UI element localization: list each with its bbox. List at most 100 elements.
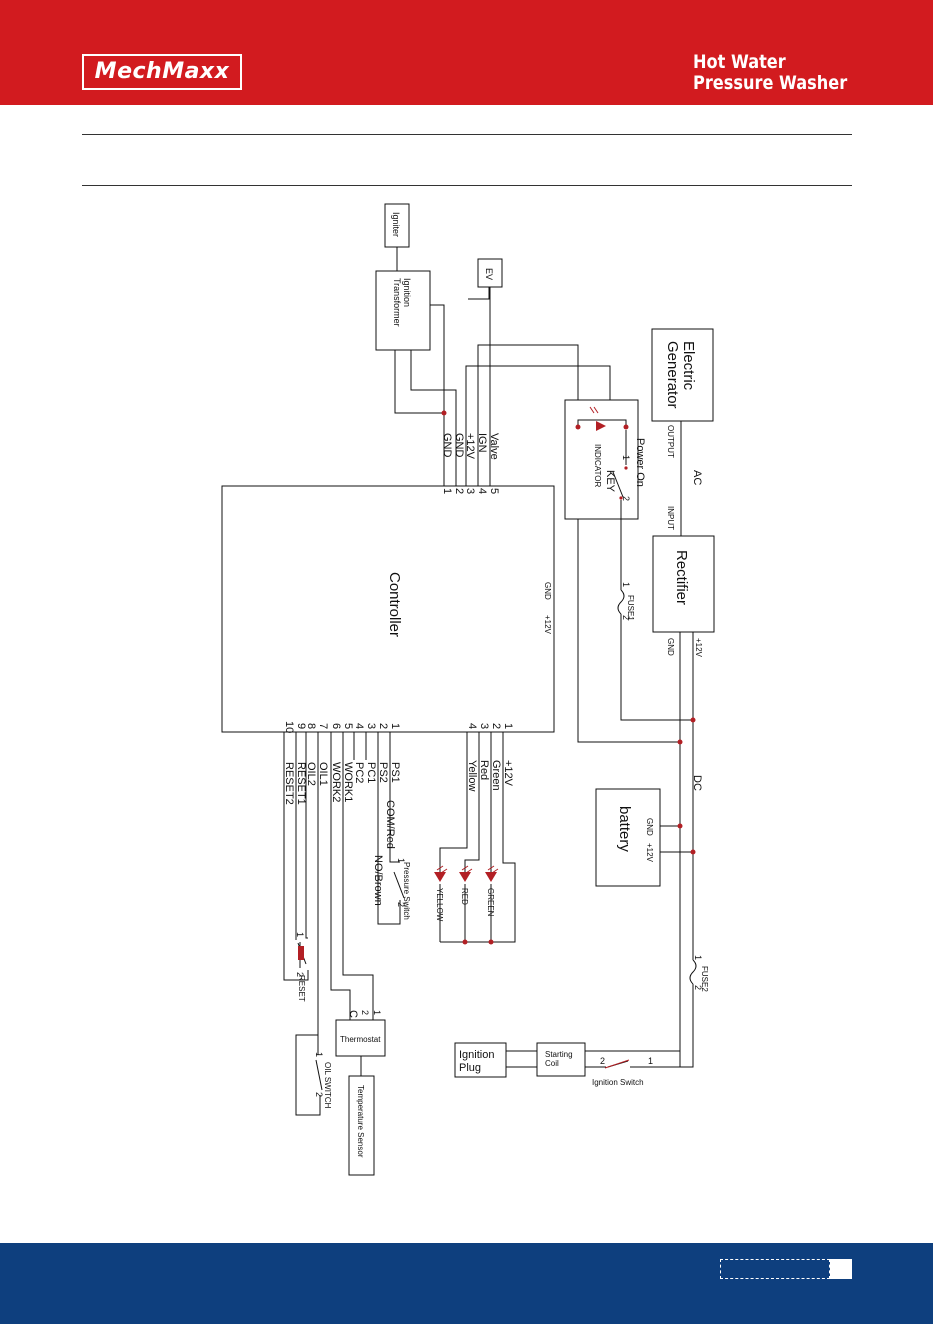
ignition-switch-label: Ignition Switch <box>592 1078 644 1087</box>
rectifier-box <box>652 535 715 633</box>
left-pin-2-label: PS2 <box>377 762 389 783</box>
fuse2-pin-2: 2 <box>693 985 703 990</box>
oil-switch-label: OIL SWITCH <box>323 1062 332 1109</box>
key-label: KEY <box>604 470 616 493</box>
led-pin-1-num: 1 <box>502 723 514 729</box>
thermostat-label: Thermostat <box>340 1035 381 1044</box>
key-indicator-box <box>564 399 639 520</box>
top-pin-4-label: IGN <box>476 433 488 453</box>
left-pin-8-label: OIL2 <box>305 762 317 786</box>
ac-label: AC <box>691 470 703 485</box>
led-pin-4-num: 4 <box>466 723 478 729</box>
pressure-switch-pin-2: 2 <box>396 902 406 907</box>
footer-bar <box>0 1243 933 1324</box>
dc-label: DC <box>691 775 703 791</box>
rectifier-label: Rectifier <box>673 550 690 605</box>
ignition-plug-label-2: Plug <box>459 1062 481 1074</box>
c-label: C <box>347 1010 359 1018</box>
igniter-label: Igniter <box>391 212 401 237</box>
batt-12v-label: +12V <box>645 843 654 863</box>
starting-coil-label-1: Starting <box>545 1050 573 1059</box>
indicator-label: INDICATOR <box>593 444 602 487</box>
fuse2-label: FUSE2 <box>700 966 709 992</box>
left-pin-5-num: 5 <box>342 723 354 729</box>
controller-label: Controller <box>386 572 403 637</box>
controller-box <box>221 485 555 733</box>
second-rule <box>82 185 852 186</box>
power-on-label: Power On <box>634 438 646 487</box>
top-pin-5-num: 5 <box>488 488 500 494</box>
ev-label: EV <box>484 268 494 280</box>
led-pin-2-num: 2 <box>490 723 502 729</box>
com-red-label: COM/Red <box>384 800 396 849</box>
key-pin-2: 2 <box>621 496 631 501</box>
left-pin-5-label: WORK1 <box>342 762 354 802</box>
top-pin-2-num: 2 <box>453 488 465 494</box>
top-pin-1-num: 1 <box>441 488 453 494</box>
top-pin-2-label: GND <box>453 433 465 458</box>
led-pin-2-label: Green <box>490 760 502 791</box>
left-pin-3-num: 3 <box>365 723 377 729</box>
oil-switch-pin-1: 1 <box>314 1052 324 1057</box>
red-led-label: RED <box>460 888 469 905</box>
left-pin-1-num: 1 <box>389 723 401 729</box>
ignition-plug-box <box>454 1042 507 1078</box>
pressure-switch-pin-1: 1 <box>396 858 406 863</box>
oil-switch-pin-2: 2 <box>314 1092 324 1097</box>
no-brown-label: NO/Brown <box>372 855 384 906</box>
left-pin-1-label: PS1 <box>389 762 401 783</box>
reset-label: RESET <box>297 975 306 1002</box>
ignition-transformer-label-2: Transformer <box>392 278 402 327</box>
left-pin-2-num: 2 <box>377 723 389 729</box>
electric-generator-label-2: Generator <box>664 341 681 409</box>
left-pin-10-num: 10 <box>283 721 295 733</box>
output-label: OUTPUT <box>666 425 675 458</box>
reset-pin-1: 1 <box>295 932 305 937</box>
thermostat-pin-1: 1 <box>372 1010 382 1015</box>
battery-label: battery <box>616 806 633 852</box>
left-pin-7-label: OIL1 <box>317 762 329 786</box>
ctrl-12v-label: +12V <box>543 615 552 635</box>
left-pin-6-label: WORK2 <box>330 762 342 802</box>
electric-generator-box <box>651 328 714 422</box>
ctrl-gnd-label: GND <box>543 582 552 600</box>
fuse1-label: FUSE1 <box>626 595 635 621</box>
left-pin-4-label: PC2 <box>353 762 365 783</box>
starting-coil-box <box>536 1042 586 1077</box>
thermostat-pin-2: 2 <box>360 1010 370 1015</box>
led-pin-3-label: Red <box>478 760 490 780</box>
rect-gnd-label: GND <box>666 638 675 656</box>
starting-coil-label-2: Coil <box>545 1059 559 1068</box>
top-rule <box>82 134 852 135</box>
led-pin-4-label: Yellow <box>466 760 478 791</box>
ignition-switch-pin-2: 2 <box>600 1056 605 1066</box>
led-pin-3-num: 3 <box>478 723 490 729</box>
green-led-label: GREEN <box>486 888 495 917</box>
temperature-sensor-label: Temperature Sensor <box>356 1085 365 1158</box>
pressure-switch-label: Pressure Switch <box>402 862 411 920</box>
fuse2-pin-1: 1 <box>693 955 703 960</box>
input-label: INPUT <box>666 506 675 530</box>
left-pin-6-num: 6 <box>330 723 342 729</box>
top-pin-5-label: Valve <box>488 433 500 460</box>
rect-12v-label: +12V <box>694 638 703 658</box>
ignition-transformer-box <box>375 270 431 351</box>
title-line-2: Pressure Washer <box>693 72 848 94</box>
led-pin-1-label: +12V <box>502 760 514 787</box>
top-pin-1-label: GND <box>441 433 453 458</box>
header-bar: MechMaxx Hot Water Pressure Washer <box>0 0 933 105</box>
left-pin-9-num: 9 <box>295 723 307 729</box>
left-pin-3-label: PC1 <box>365 762 377 783</box>
page-number <box>830 1259 852 1279</box>
ignition-transformer-label-1: Ignition <box>402 278 412 307</box>
left-pin-9-label: RESET1 <box>295 762 307 805</box>
top-pin-4-num: 4 <box>476 488 488 494</box>
left-pin-8-num: 8 <box>305 723 317 729</box>
page-indicator-box <box>720 1259 830 1279</box>
top-pin-3-label: +12V <box>464 433 476 460</box>
left-pin-10-label: RESET2 <box>283 762 295 805</box>
left-pin-4-num: 4 <box>353 723 365 729</box>
fuse1-pin-1: 1 <box>621 582 631 587</box>
left-pin-7-num: 7 <box>317 723 329 729</box>
battery-box <box>595 788 661 887</box>
